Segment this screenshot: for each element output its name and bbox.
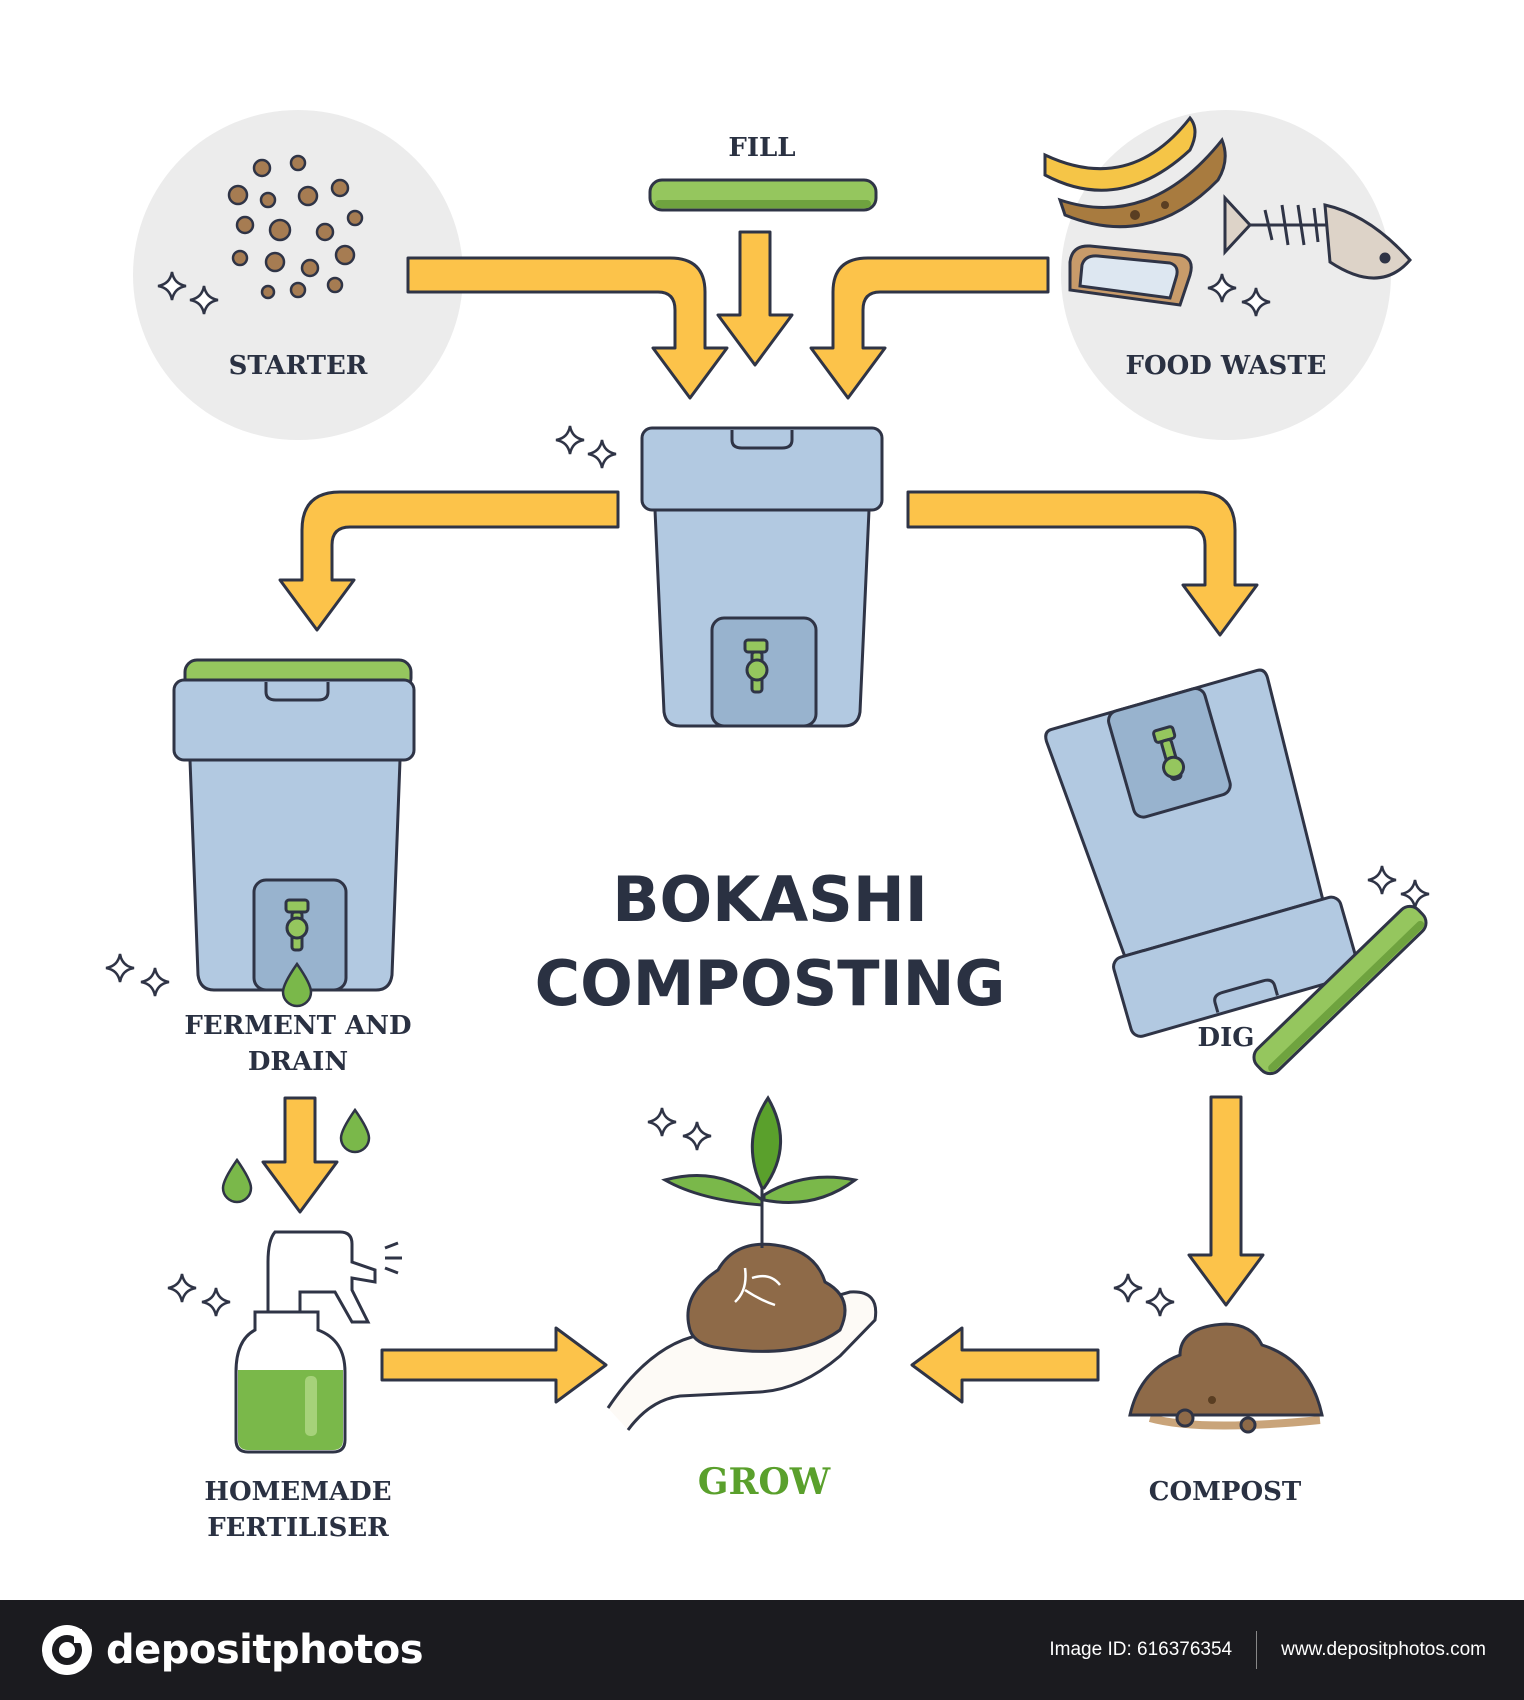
- seedling-hand-icon: [606, 1095, 878, 1431]
- label-starter: STARTER: [228, 351, 368, 381]
- arrow-dig-to-compost: [1187, 1095, 1265, 1307]
- arrow-starter-to-bin: [406, 256, 729, 400]
- label-ferment-line1: FERMENT AND: [184, 1011, 412, 1041]
- fish-bone-icon: [1223, 194, 1412, 280]
- spray-bottle-icon: [234, 1230, 402, 1454]
- arrow-bin-to-dig: [906, 490, 1259, 637]
- arrow-fill-to-bin: [716, 230, 794, 367]
- compost-pile-icon: [1128, 1322, 1324, 1434]
- brand-name: depositphotos: [106, 1627, 424, 1673]
- top-arrows: [406, 230, 1050, 400]
- arrow-compost-to-grow: [910, 1326, 1100, 1404]
- label-compost: COMPOST: [1148, 1477, 1302, 1507]
- title-line1: BOKASHI: [612, 863, 928, 936]
- arrow-foodwaste-to-bin: [809, 256, 1050, 400]
- starter-granules-icon: [227, 154, 364, 300]
- arrow-fertiliser-to-grow: [380, 1326, 608, 1404]
- arrow-bin-to-ferment: [278, 490, 620, 632]
- brand: depositphotos: [40, 1623, 424, 1677]
- label-food-waste: FOOD WASTE: [1125, 351, 1327, 381]
- center-bin-icon: [640, 426, 884, 728]
- banana-icon: [1043, 115, 1227, 229]
- footer-separator: [1256, 1631, 1258, 1669]
- label-fertiliser-line2: FERTILISER: [207, 1513, 389, 1543]
- diagram-title: BOKASHI COMPOSTING: [480, 858, 1060, 1026]
- bread-icon: [1068, 244, 1193, 307]
- ferment-bin-icon: [172, 658, 416, 992]
- starter-circle: [133, 110, 463, 440]
- footer-meta: Image ID: 616376354 www.depositphotos.co…: [1049, 1631, 1486, 1669]
- label-ferment-line2: DRAIN: [247, 1047, 349, 1077]
- dig-bin-icon: [1044, 668, 1360, 1038]
- image-id: Image ID: 616376354: [1049, 1639, 1233, 1660]
- label-fill: FILL: [728, 133, 796, 163]
- dig-lid-icon: [1252, 904, 1428, 1076]
- site-url: www.depositphotos.com: [1281, 1639, 1486, 1660]
- arrow-ferment-to-fertiliser: [261, 1096, 339, 1214]
- depositphotos-logo-icon: [42, 1625, 92, 1675]
- label-fertiliser-line1: HOMEMADE: [204, 1477, 392, 1507]
- label-grow: GROW: [697, 1461, 831, 1503]
- food-waste-circle: [1061, 110, 1391, 440]
- label-dig: DIG: [1197, 1023, 1255, 1053]
- title-line2: COMPOSTING: [534, 947, 1006, 1020]
- bokashi-diagram: [104, 110, 1431, 1454]
- footer-bar: depositphotos Image ID: 616376354 www.de…: [0, 1600, 1524, 1700]
